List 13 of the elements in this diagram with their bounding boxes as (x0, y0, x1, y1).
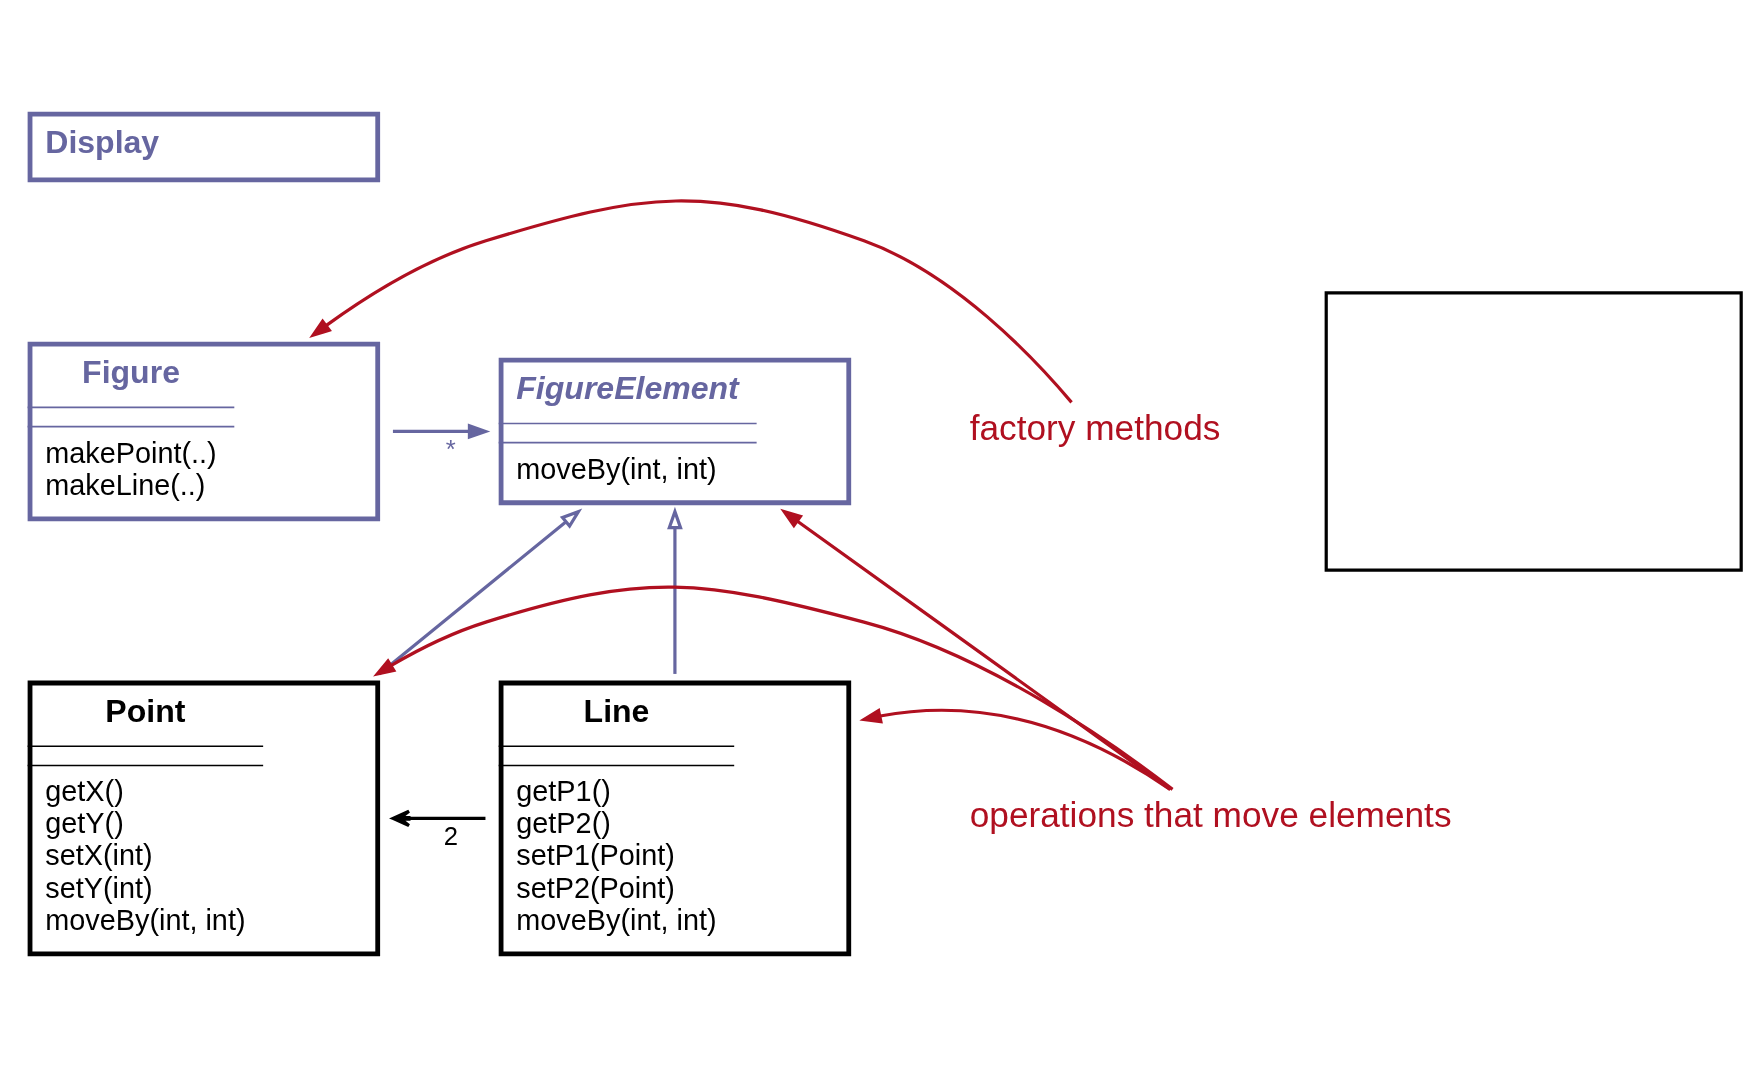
node-text: factory methods (969, 407, 1221, 447)
arrow (392, 423, 491, 439)
arrow (859, 707, 1171, 791)
arrow (309, 198, 1073, 403)
edge-label: * (445, 434, 456, 463)
arrow (780, 508, 1172, 791)
edge-label: 2 (443, 821, 458, 850)
node-box (1324, 290, 1743, 572)
node-text: operations that move elements (969, 794, 1452, 834)
arrow (391, 809, 486, 827)
node-box: Display (27, 111, 381, 182)
arrow (373, 585, 1174, 791)
arrow (667, 506, 683, 674)
